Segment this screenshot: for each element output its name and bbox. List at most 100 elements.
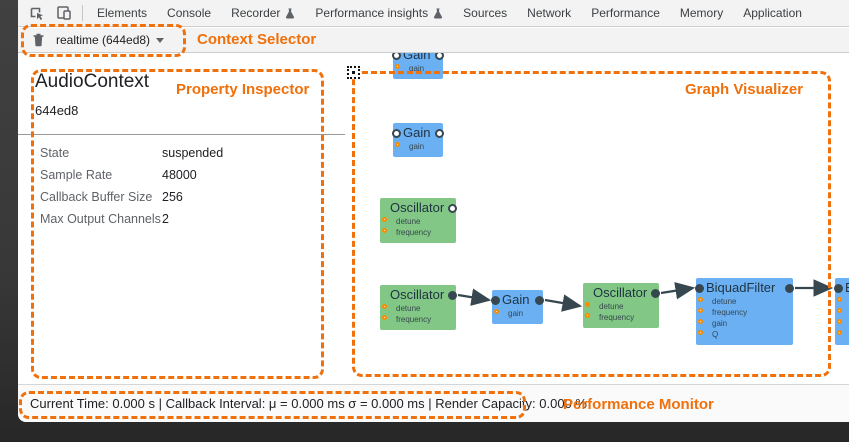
- tab-label: Memory: [679, 6, 724, 20]
- devtools-tabbar: Elements Console Recorder Performance insig…: [18, 0, 849, 27]
- param-row: detune: [698, 296, 787, 307]
- audiocontext-id: 644ed8: [35, 103, 79, 118]
- property-label: Sample Rate: [40, 168, 113, 182]
- annotation-graph-visualizer-label: Graph Visualizer: [685, 81, 804, 98]
- tab-memory[interactable]: Memory: [670, 0, 733, 26]
- param-row: detune: [382, 303, 450, 314]
- param-port: [382, 315, 387, 320]
- tab-label: Sources: [463, 6, 508, 20]
- tab-label: Recorder: [231, 6, 281, 20]
- tab-application[interactable]: Application: [733, 0, 812, 26]
- devtools-window: Elements Console Recorder Performance insig…: [18, 0, 849, 422]
- param-port: [837, 308, 842, 313]
- output-port: [785, 284, 794, 293]
- clear-contexts-button[interactable]: [32, 33, 45, 47]
- param-row: detune: [837, 296, 849, 307]
- param-port: [698, 319, 703, 324]
- param-row: frequency: [585, 312, 653, 323]
- param-port: [585, 313, 590, 318]
- performance-monitor-text: Current Time: 0.000 s | Callback Interva…: [30, 396, 587, 411]
- tab-label: Network: [527, 6, 572, 20]
- tab-label: Performance insights: [315, 6, 429, 20]
- param-port: [698, 308, 703, 313]
- param-row: frequency: [382, 227, 450, 238]
- annotation-property-inspector-box: [31, 69, 324, 379]
- param-row: detune: [585, 301, 653, 312]
- tab-elements[interactable]: Elements: [87, 0, 157, 26]
- trash-icon: [32, 33, 45, 47]
- input-port: [695, 284, 704, 293]
- tab-label: Application: [743, 6, 802, 20]
- output-port: [448, 291, 457, 300]
- annotation-property-inspector-label: Property Inspector: [176, 81, 310, 98]
- node-title: Oscillator: [589, 285, 660, 301]
- inspector-divider: [18, 134, 345, 135]
- param-label: frequency: [396, 315, 432, 324]
- property-label: Callback Buffer Size: [40, 190, 153, 204]
- input-port: [392, 53, 401, 60]
- tab-recorder[interactable]: Recorder: [221, 0, 305, 26]
- param-label: gain: [508, 309, 524, 318]
- param-label: Q: [712, 330, 719, 339]
- tab-console[interactable]: Console: [157, 0, 221, 26]
- tab-strip: Elements Console Recorder Performance insig…: [87, 0, 812, 26]
- flask-icon: [433, 8, 443, 19]
- context-selector-dropdown[interactable]: realtime (644ed8): [56, 33, 151, 47]
- output-port: [435, 53, 444, 60]
- param-row: gain: [837, 318, 849, 329]
- param-row: frequency: [698, 307, 787, 318]
- tab-network[interactable]: Network: [517, 0, 581, 26]
- annotation-performance-monitor-label: Performance Monitor: [563, 396, 714, 413]
- param-port: [585, 302, 590, 307]
- tab-label: Performance: [591, 6, 660, 20]
- param-label: gain: [409, 142, 425, 151]
- param-row: detune: [382, 216, 450, 227]
- param-port: [494, 309, 499, 314]
- device-toolbar-icon: [56, 5, 72, 21]
- param-row: Q: [698, 329, 787, 340]
- device-toolbar-button[interactable]: [55, 4, 73, 22]
- tab-label: Elements: [97, 6, 148, 20]
- performance-monitor-bar: Current Time: 0.000 s | Callback Interva…: [18, 384, 849, 422]
- tab-label: Console: [167, 6, 212, 20]
- tab-performance-insights[interactable]: Performance insights: [305, 0, 453, 26]
- output-port: [435, 129, 444, 138]
- param-port: [395, 64, 400, 69]
- output-port: [448, 204, 457, 213]
- annotation-context-selector-box: [21, 24, 186, 57]
- property-label: State: [40, 146, 70, 160]
- inspect-cursor-icon: [29, 5, 45, 21]
- param-port: [698, 330, 703, 335]
- flask-icon: [285, 8, 295, 19]
- param-row: gain: [395, 63, 437, 74]
- param-row: Q: [837, 329, 849, 340]
- node-title: Oscillator: [386, 200, 457, 216]
- param-label: detune: [599, 302, 624, 311]
- tab-performance[interactable]: Performance: [581, 0, 670, 26]
- audiocontext-title: AudioContext: [35, 71, 150, 92]
- param-label: frequency: [712, 308, 748, 317]
- param-label: detune: [396, 217, 421, 226]
- property-value: suspended: [162, 146, 224, 160]
- inspect-element-button[interactable]: [28, 4, 46, 22]
- param-label: detune: [396, 304, 421, 313]
- annotation-context-selector-label: Context Selector: [197, 31, 317, 48]
- tab-sources[interactable]: Sources: [453, 0, 517, 26]
- param-label: gain: [409, 64, 425, 73]
- output-port: [535, 296, 544, 305]
- node-title: Gain: [491, 292, 544, 308]
- param-port: [837, 297, 842, 302]
